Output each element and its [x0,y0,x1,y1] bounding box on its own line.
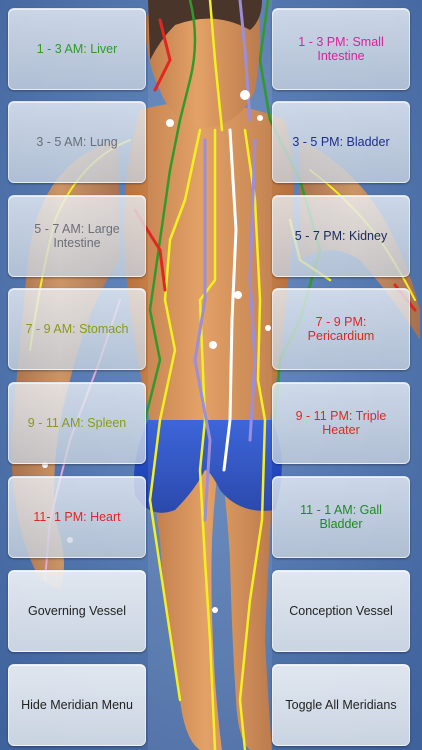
hide-meridian-menu-button[interactable]: Hide Meridian Menu [8,664,146,746]
spleen-meridian-label: 9 - 11 AM: Spleen [27,416,127,430]
heart-meridian-button[interactable]: 11- 1 PM: Heart [8,476,146,558]
triple-heater-meridian-label: 9 - 11 PM: Triple Heater [295,409,387,437]
governing-vessel-button[interactable]: Governing Vessel [8,570,146,652]
gall-bladder-meridian-button[interactable]: 11 - 1 AM: Gall Bladder [272,476,410,558]
hide-meridian-menu-label: Hide Meridian Menu [21,698,133,712]
lung-meridian-label: 3 - 5 AM: Lung [36,135,118,149]
kidney-meridian-button[interactable]: 5 - 7 PM: Kidney [272,195,410,277]
large-intestine-meridian-label: 5 - 7 AM: Large Intestine [34,222,120,250]
small-intestine-meridian-button[interactable]: 1 - 3 PM: Small Intestine [272,8,410,90]
heart-meridian-label: 11- 1 PM: Heart [33,510,121,524]
triple-heater-meridian-button[interactable]: 9 - 11 PM: Triple Heater [272,382,410,464]
liver-meridian-button[interactable]: 1 - 3 AM: Liver [8,8,146,90]
bladder-meridian-button[interactable]: 3 - 5 PM: Bladder [272,101,410,183]
large-intestine-meridian-button[interactable]: 5 - 7 AM: Large Intestine [8,195,146,277]
conception-vessel-button[interactable]: Conception Vessel [272,570,410,652]
liver-meridian-label: 1 - 3 AM: Liver [36,42,118,56]
small-intestine-meridian-label: 1 - 3 PM: Small Intestine [298,35,384,63]
conception-vessel-label: Conception Vessel [289,604,393,618]
toggle-all-meridians-button[interactable]: Toggle All Meridians [272,664,410,746]
governing-vessel-label: Governing Vessel [28,604,126,618]
stomach-meridian-button[interactable]: 7 - 9 AM: Stomach [8,288,146,370]
bladder-meridian-label: 3 - 5 PM: Bladder [292,135,390,149]
gall-bladder-meridian-label: 11 - 1 AM: Gall Bladder [300,503,382,531]
stomach-meridian-label: 7 - 9 AM: Stomach [25,322,129,336]
spleen-meridian-button[interactable]: 9 - 11 AM: Spleen [8,382,146,464]
pericardium-meridian-label: 7 - 9 PM: Pericardium [307,315,375,343]
toggle-all-meridians-label: Toggle All Meridians [285,698,397,712]
pericardium-meridian-button[interactable]: 7 - 9 PM: Pericardium [272,288,410,370]
lung-meridian-button[interactable]: 3 - 5 AM: Lung [8,101,146,183]
kidney-meridian-label: 5 - 7 PM: Kidney [294,229,388,243]
